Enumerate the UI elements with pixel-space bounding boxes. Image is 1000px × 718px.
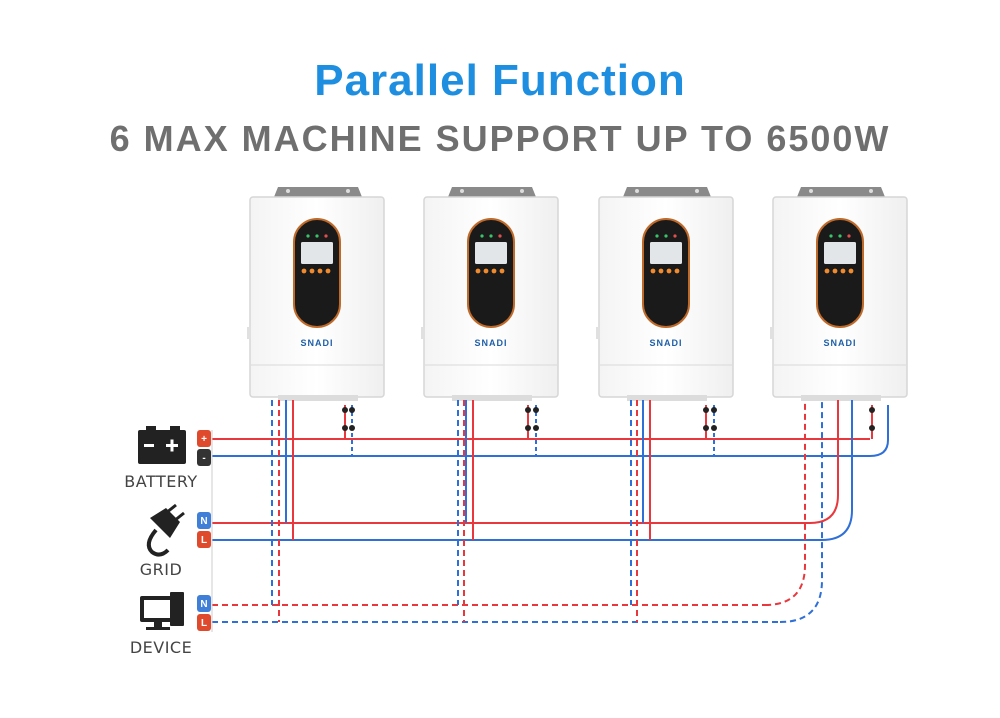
device-line-symbol: L: [201, 618, 207, 629]
device-label: DEVICE: [130, 638, 192, 657]
battery-label: BATTERY: [124, 472, 197, 491]
grid-line-symbol: L: [201, 535, 207, 546]
device-neutral-terminal: [197, 595, 211, 612]
battery-positive-terminal: [197, 430, 211, 447]
battery-icon: [138, 426, 186, 464]
page-title: Parallel Function: [314, 56, 686, 105]
grid-neutral-symbol: N: [200, 516, 207, 527]
inverter-brand-label: SNADI: [649, 338, 682, 348]
battery-negative-symbol: -: [202, 453, 205, 464]
battery-negative-terminal: [197, 449, 211, 466]
device-line-terminal: [197, 614, 211, 631]
device-bus-wires: [212, 400, 823, 623]
inverter-brand-label: SNADI: [474, 338, 507, 348]
grid-label: GRID: [140, 560, 183, 579]
page-subtitle: 6 MAX MACHINE SUPPORT UP TO 6500W: [109, 118, 891, 159]
monitor-icon: [140, 592, 184, 630]
device-load: DEVICE N L: [130, 592, 211, 657]
inverter-brand-label: SNADI: [300, 338, 333, 348]
inverter-unit: SNADI: [420, 186, 559, 402]
parallel-connectors: [342, 407, 875, 431]
inverter-brand-label: SNADI: [823, 338, 856, 348]
inverter-unit: SNADI: [769, 186, 908, 402]
battery-positive-symbol: +: [201, 434, 207, 445]
device-neutral-symbol: N: [200, 599, 207, 610]
plug-icon: [146, 503, 185, 557]
grid-neutral-terminal: [197, 512, 211, 529]
grid-line-terminal: [197, 531, 211, 548]
inverter-unit: SNADI: [246, 186, 385, 402]
grid-source: GRID N L: [140, 503, 211, 579]
battery-bus-wires: [212, 405, 889, 457]
grid-bus-wires: [212, 400, 853, 541]
inverter-unit: SNADI: [595, 186, 734, 402]
battery-source: BATTERY + -: [124, 426, 211, 491]
